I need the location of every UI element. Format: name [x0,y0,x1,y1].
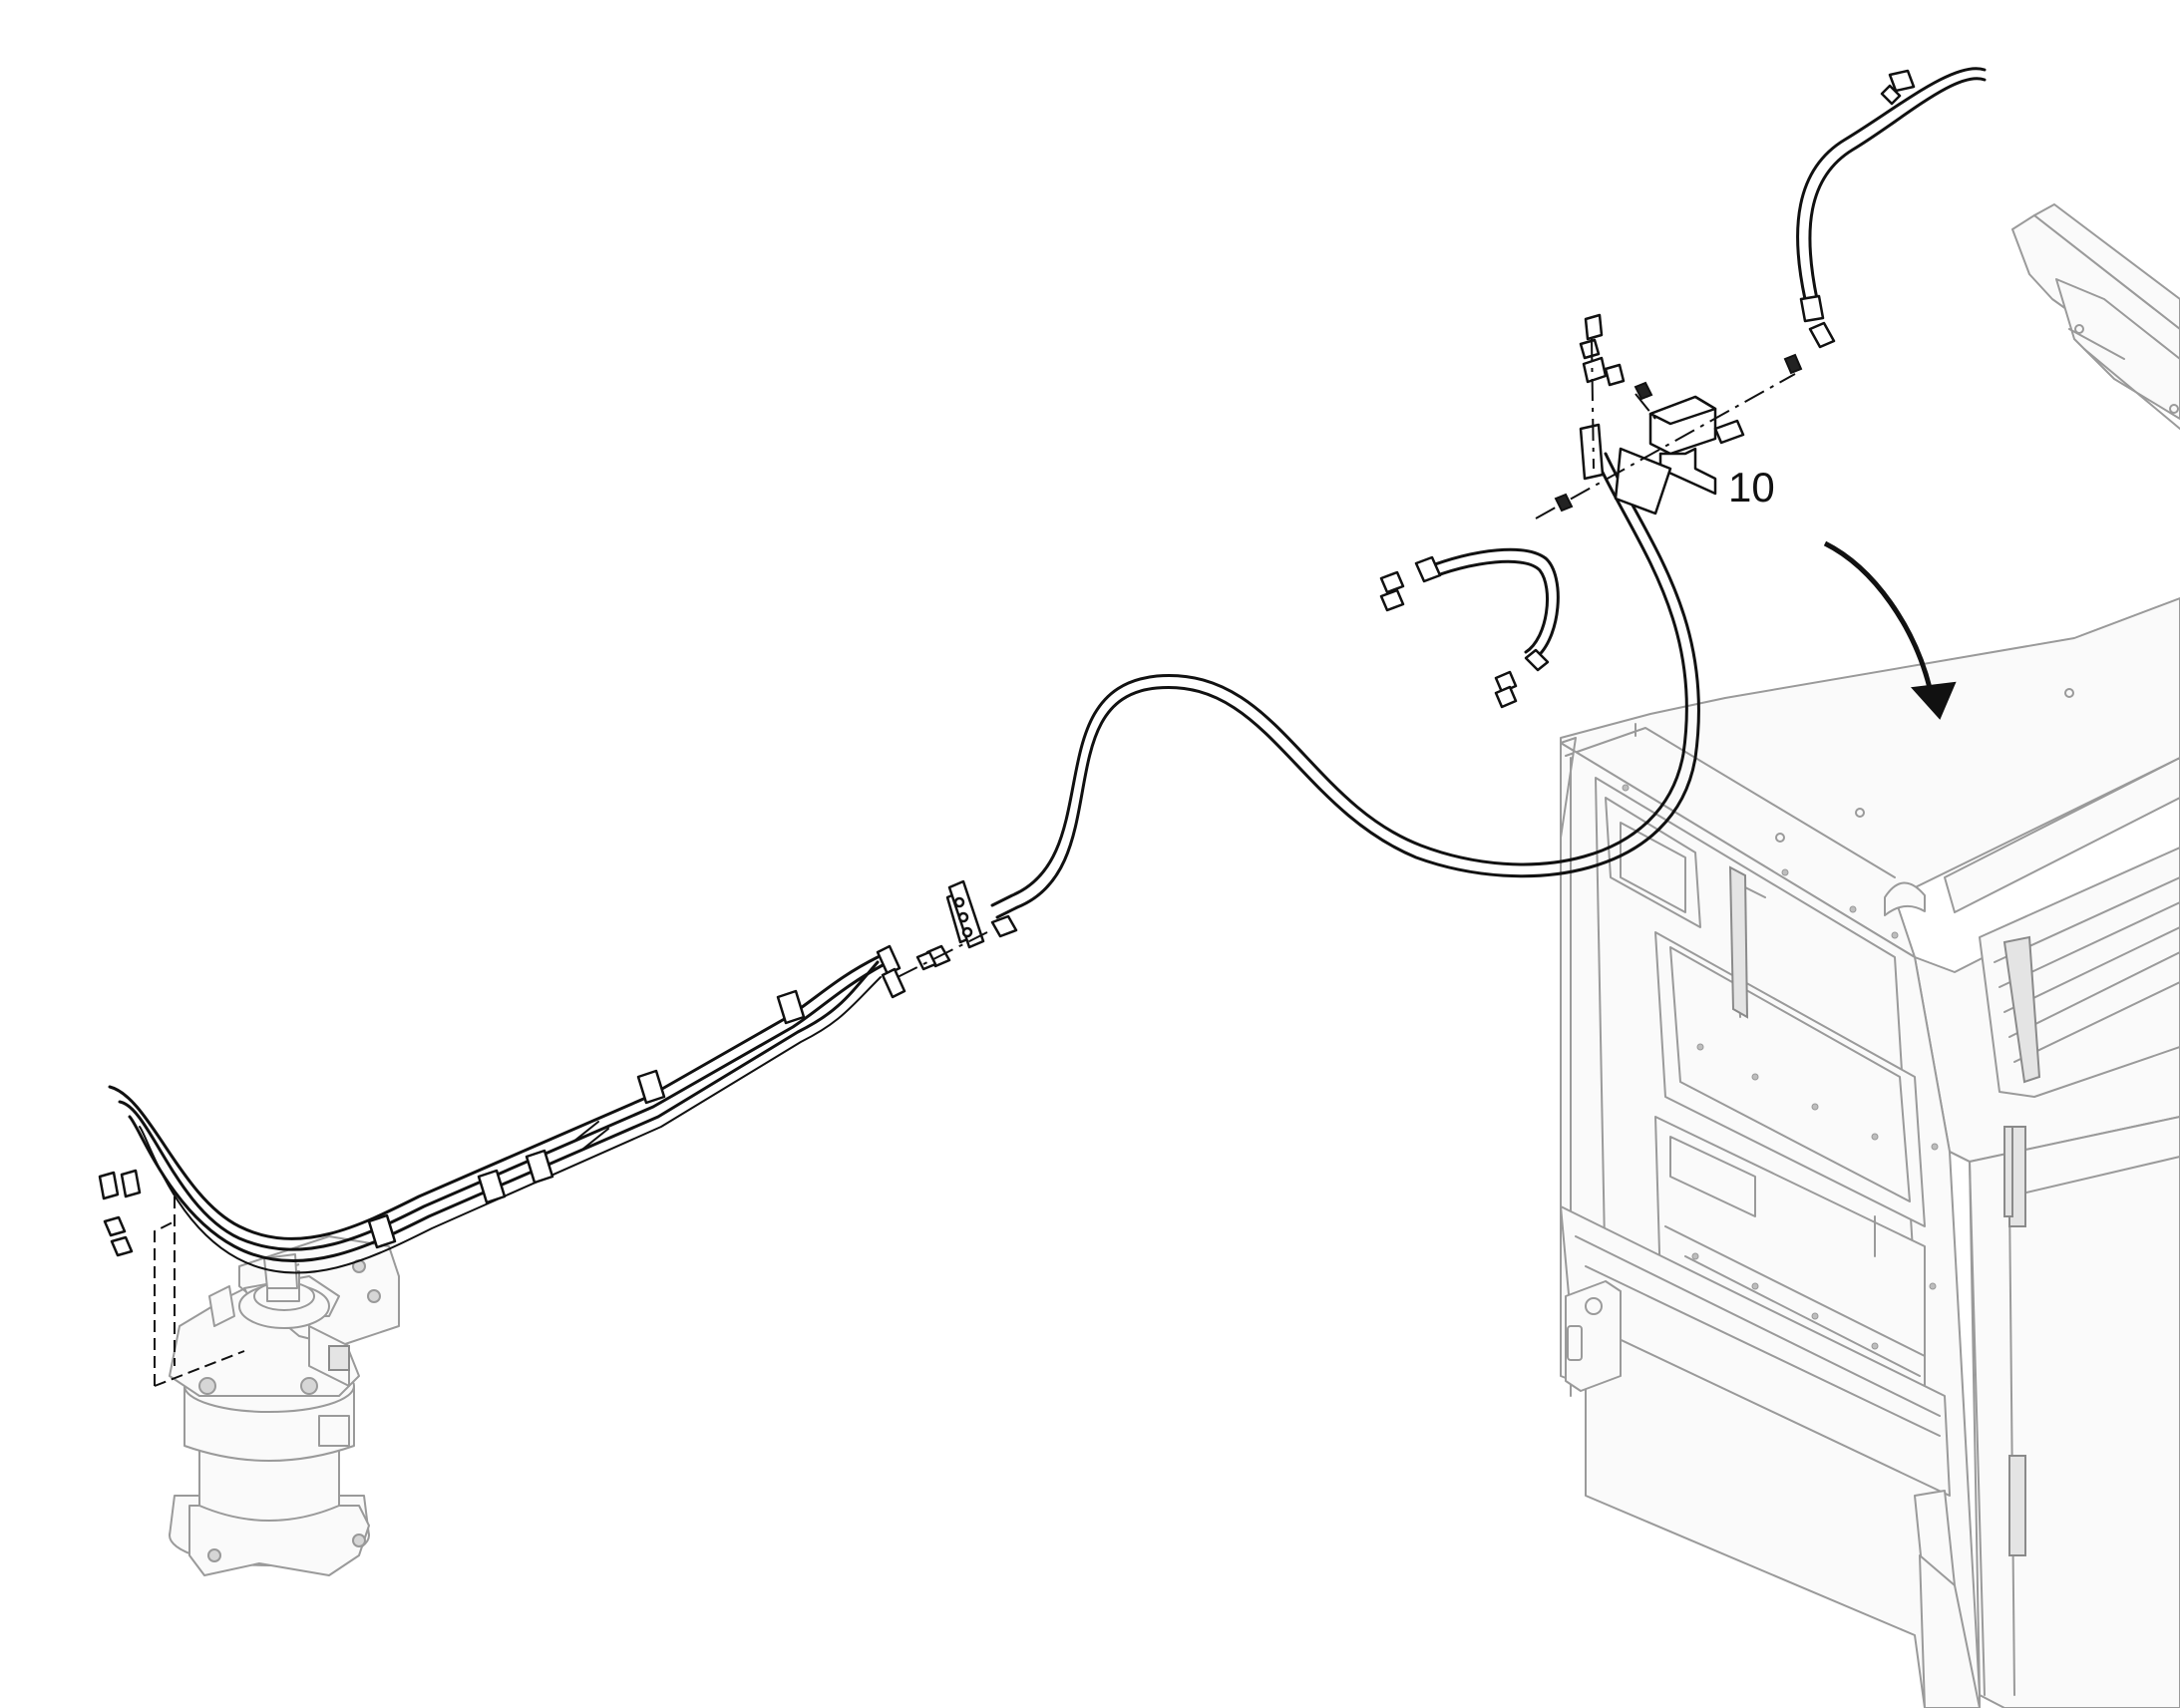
hose-assemblies [98,452,1700,1387]
installation-arrow [1823,540,1957,720]
callout-10-label: 10 [1728,464,1775,511]
swing-motor [169,1235,400,1576]
pressure-switch-assembly [1379,67,1987,709]
machine-cabinet [1560,203,2180,1708]
